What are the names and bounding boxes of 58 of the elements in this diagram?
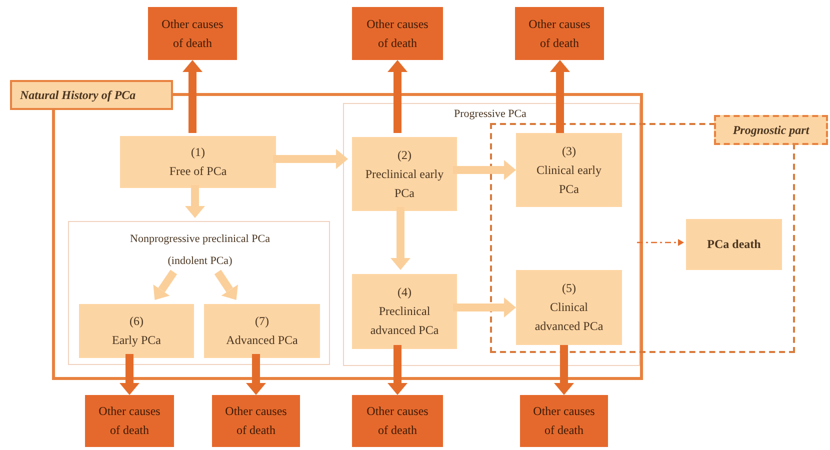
arrow (182, 60, 202, 133)
node-label: Early PCa (112, 332, 161, 349)
node-label: Advanced PCa (226, 332, 298, 349)
arrow (554, 345, 574, 395)
node-label: Other causes of death (528, 16, 590, 52)
arrow (453, 298, 516, 318)
node-label: PCa death (707, 236, 761, 253)
group-label: Nonprogressive preclinical PCa (indolent PCa) (129, 232, 271, 269)
group-box (343, 103, 640, 366)
arrow (453, 160, 516, 180)
frame-heading: Natural History of PCa (10, 80, 173, 110)
state-box (352, 274, 457, 349)
arrow (246, 354, 266, 395)
node-label: Clinical advanced PCa (534, 299, 604, 335)
arrow (214, 270, 238, 300)
arrow (120, 354, 140, 395)
node-label: Preclinical advanced PCa (369, 303, 440, 339)
node-label: Other causes of death (533, 403, 595, 439)
outcome-box (148, 7, 237, 60)
node-label: Other causes of death (366, 16, 428, 52)
state-box (79, 304, 194, 358)
group-label: Progressive PCa (454, 107, 526, 122)
step-number: (4) (398, 284, 412, 301)
node-label: Other causes of death (225, 403, 287, 439)
step-number: (2) (398, 146, 412, 164)
state-box (516, 270, 622, 345)
outcome-box (515, 7, 604, 60)
arrow (388, 345, 408, 395)
arrow (637, 239, 684, 246)
node-label: Preclinical early PCa (364, 166, 445, 202)
frame-heading: Prognostic part (714, 115, 828, 145)
step-number: (6) (130, 313, 144, 330)
state-box (686, 219, 782, 270)
arrow (388, 60, 408, 133)
node-label: Clinical early PCa (536, 162, 602, 198)
node-label: Other causes of death (162, 16, 224, 52)
state-box (204, 304, 320, 358)
arrow (153, 270, 178, 300)
group-box (68, 221, 330, 365)
step-number: (5) (562, 280, 576, 297)
arrow (550, 60, 570, 133)
step-number: (1) (191, 144, 205, 161)
outcome-box (352, 395, 443, 447)
node-label: Other causes of death (366, 403, 428, 439)
step-number: (7) (255, 313, 269, 330)
outcome-box (520, 395, 608, 447)
state-box (352, 137, 457, 211)
outcome-box (352, 7, 443, 60)
step-number: (3) (562, 142, 576, 160)
outcome-box (85, 395, 174, 447)
arrow (273, 149, 348, 169)
outcome-box (212, 395, 300, 447)
state-box (516, 133, 622, 207)
node-label: Other causes of death (98, 403, 160, 439)
arrow (185, 185, 205, 218)
node-label: Free of PCa (169, 163, 227, 180)
arrow (390, 207, 410, 270)
state-box (120, 136, 276, 188)
